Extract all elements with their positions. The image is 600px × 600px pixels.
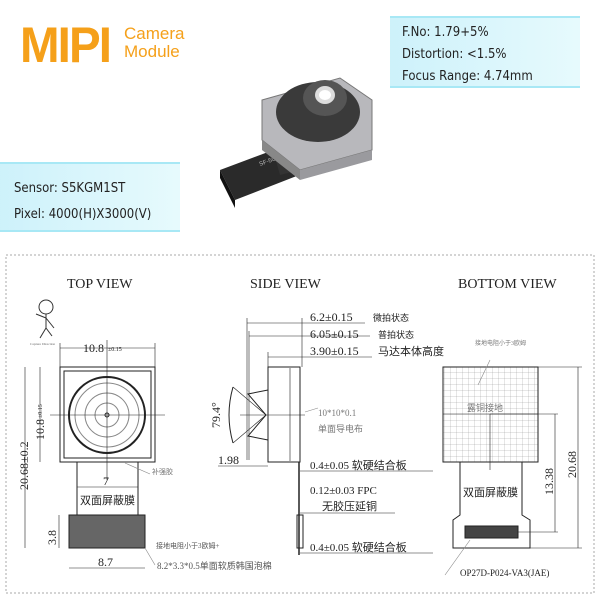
top-width-dim: 10.8 <box>83 341 104 355</box>
optics-spec-box: F.No: 1.79+5% Distortion: <1.5% Focus Ra… <box>390 16 580 88</box>
dim-20-68: 20.68 <box>565 451 579 478</box>
bottom-view-title: BOTTOM VIEW <box>458 277 557 292</box>
cloth-label: 单面导电布 <box>318 423 363 434</box>
drawing-border <box>5 254 595 594</box>
top-view-module <box>24 340 165 569</box>
dim-3-90-note: 马达本体高度 <box>378 344 444 358</box>
fpc-dim: 0.12±0.03 FPC <box>310 485 377 497</box>
logo-subtitle: Camera Module <box>124 25 184 61</box>
flex-width-dim: 7 <box>103 474 109 488</box>
top-total-height: 20.68±0.2 <box>17 441 31 490</box>
top-height-tol: ±0.15 <box>38 404 44 418</box>
connector-height-dim: 3.8 <box>45 530 59 545</box>
fov-angle: 79.4° <box>209 402 223 428</box>
copper-label: 露铜接地 <box>467 402 503 413</box>
foam-note: 8.2*3.3*0.5单面软质韩国泡棉 <box>157 560 272 571</box>
spec-distortion: Distortion: <1.5% <box>402 47 507 62</box>
bottom-ground-note: 接地电阻小于3欧姆 <box>475 339 526 347</box>
logo-mipi: MIPI <box>20 17 112 73</box>
spec-sensor: Sensor: S5KGM1ST <box>14 181 126 196</box>
top-ground-note: 接地电阻小于3欧姆+ <box>156 541 219 550</box>
bottom-view-module <box>442 359 582 576</box>
dim-6-05: 6.05±0.15 <box>310 327 359 341</box>
dim-6-2: 6.2±0.15 <box>310 310 353 324</box>
logo-sub-line2: Module <box>124 42 180 61</box>
top-shield-label: 双面屏蔽膜 <box>80 494 135 507</box>
board1-dim: 0.4±0.05 软硬结合板 <box>310 458 407 472</box>
side-view-title: SIDE VIEW <box>250 277 322 292</box>
bottom-shield-label: 双面屏蔽膜 <box>463 486 518 499</box>
dim-6-2-note: 微拍状态 <box>373 312 409 323</box>
dim-13-38: 13.38 <box>542 468 556 495</box>
stiffener-label: 补强胶 <box>152 467 173 476</box>
spec-focus-range: Focus Range: 4.74mm <box>402 69 533 84</box>
side-view-module <box>218 318 433 555</box>
capture-direction-icon <box>35 299 55 339</box>
dim-3-90: 3.90±0.15 <box>310 344 359 358</box>
top-height-dim: 10.8 <box>33 419 47 440</box>
cloth-size: 10*10*0.1 <box>318 408 356 418</box>
logo-sub-line1: Camera <box>124 24 185 43</box>
top-width-tol: ±0.15 <box>108 347 122 353</box>
lens-offset-dim: 1.98 <box>218 453 239 467</box>
connector-width-dim: 8.7 <box>98 555 113 569</box>
connector-part: OP27D-P024-VA3(JAE) <box>460 568 549 578</box>
spec-pixel: Pixel: 4000(H)X3000(V) <box>14 207 152 222</box>
spec-fno: F.No: 1.79+5% <box>402 25 489 40</box>
sensor-spec-box: Sensor: S5KGM1ST Pixel: 4000(H)X3000(V) <box>0 162 180 232</box>
camera-module-photo: SF-5GM1-A65-B <box>220 77 373 208</box>
board2-dim: 0.4±0.05 软硬结合板 <box>310 540 407 554</box>
dim-6-05-note: 普拍状态 <box>378 329 414 340</box>
capture-direction-label: Capture Direction <box>30 342 55 346</box>
top-view-title: TOP VIEW <box>67 277 133 292</box>
fpc-note: 无胶压延铜 <box>322 499 377 513</box>
